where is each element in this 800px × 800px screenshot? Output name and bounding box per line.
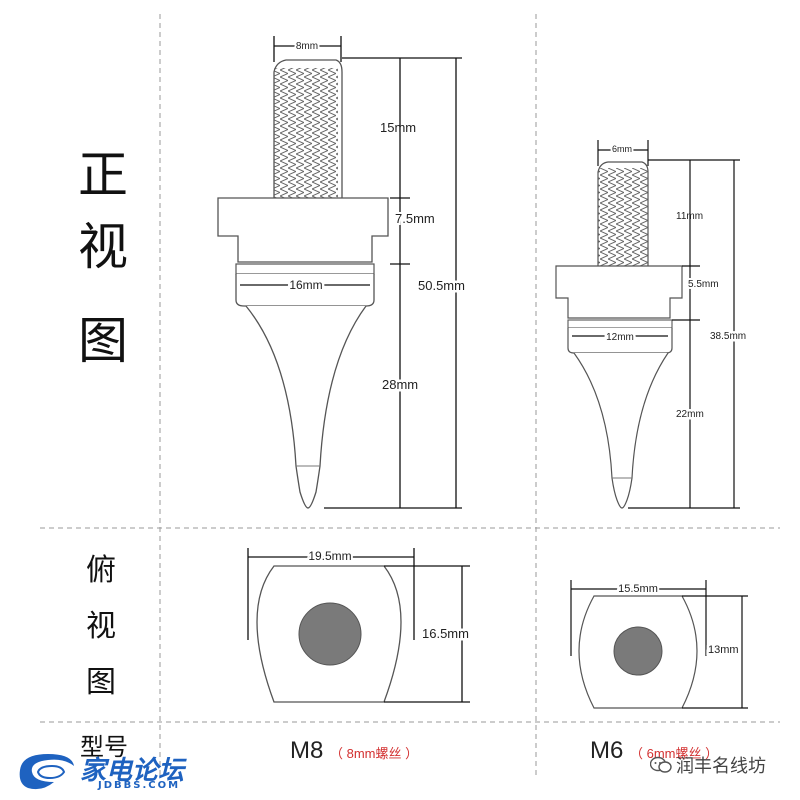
m8-cone xyxy=(245,305,367,509)
site-url: JDBBS.COM xyxy=(98,780,181,791)
m8-top-view xyxy=(256,565,402,703)
m8-collar xyxy=(217,197,389,263)
site-name: 家电论坛 xyxy=(80,756,185,786)
m6-top-hole xyxy=(613,626,663,676)
m8-top-height-label: 16.5mm xyxy=(422,626,469,641)
m6-front-dimensions xyxy=(572,140,740,509)
m8-thread-body xyxy=(274,68,338,198)
top-view-label-1: 俯 xyxy=(86,553,116,588)
top-view-label-2: 视 xyxy=(86,609,116,644)
m8-top-dimensions xyxy=(247,548,470,703)
m6-top-height-label: 13mm xyxy=(708,644,739,656)
m6-base-width-label: 12mm xyxy=(606,332,634,343)
m6-thread-body xyxy=(598,168,648,266)
m6-thread-length-label: 11mm xyxy=(676,211,703,222)
m8-base-width-label: 16mm xyxy=(289,278,322,292)
m6-cone-length-label: 22mm xyxy=(676,409,704,420)
m6-thread-outline xyxy=(597,161,649,266)
m6-front-labels: 6mm 11mm 5.5mm 12mm 38.5mm 22mm xyxy=(604,142,749,423)
wechat-icon xyxy=(650,756,672,773)
m6-model-name: M6 xyxy=(590,737,624,764)
m6-top-width-label: 15.5mm xyxy=(618,583,658,595)
m8-front-labels: 8mm 15mm 7.5mm 16mm 50.5mm 28mm xyxy=(287,39,468,395)
m6-top-view xyxy=(578,595,698,709)
grid-lines xyxy=(40,14,780,775)
wechat-account: 润丰名线坊 xyxy=(676,756,766,777)
m6-cone xyxy=(573,352,669,509)
m8-total-length-label: 50.5mm xyxy=(418,278,465,293)
m8-front-view xyxy=(217,59,389,509)
m6-model-note: （ 6mm螺丝 ） xyxy=(630,746,719,761)
m8-front-dimensions xyxy=(240,36,462,509)
m8-cone-length-label: 28mm xyxy=(382,377,418,392)
m8-thread-width-label: 8mm xyxy=(296,41,318,52)
front-view-label-3: 图 xyxy=(78,312,128,370)
m8-model-name: M8 xyxy=(290,737,324,764)
m8-top-width-label: 19.5mm xyxy=(308,549,351,563)
front-view-label-2: 视 xyxy=(78,218,128,276)
m8-top-labels: 19.5mm 16.5mm xyxy=(306,547,471,644)
m6-front-view xyxy=(555,161,683,509)
m8-thread-length-label: 15mm xyxy=(380,120,416,135)
m8-model: M8 （ 8mm螺丝 ） xyxy=(290,737,418,765)
m6-collar xyxy=(555,265,683,319)
m6-top-dimensions xyxy=(570,580,748,709)
m8-thread-outline xyxy=(273,59,343,198)
model-row-label: 型号 xyxy=(80,733,128,761)
m6-thread-width-label: 6mm xyxy=(612,144,632,154)
jdbbs-logo: 家电论坛 JDBBS.COM xyxy=(14,748,244,796)
front-view-label-1: 正 xyxy=(78,146,128,204)
m8-top-hole xyxy=(298,602,362,666)
m6-model: M6 （ 6mm螺丝 ） xyxy=(590,737,718,765)
top-view-label-3: 图 xyxy=(86,665,116,700)
m6-ring xyxy=(567,319,673,329)
m6-collar-height-label: 5.5mm xyxy=(688,279,719,290)
m8-model-note: （ 8mm螺丝 ） xyxy=(330,746,419,761)
m8-ring xyxy=(235,263,375,275)
jdbbs-swirl-logo-icon xyxy=(19,754,74,790)
m8-collar-height-label: 7.5mm xyxy=(395,211,435,226)
m6-total-length-label: 38.5mm xyxy=(710,331,746,342)
m6-top-labels: 15.5mm 13mm xyxy=(616,581,741,659)
